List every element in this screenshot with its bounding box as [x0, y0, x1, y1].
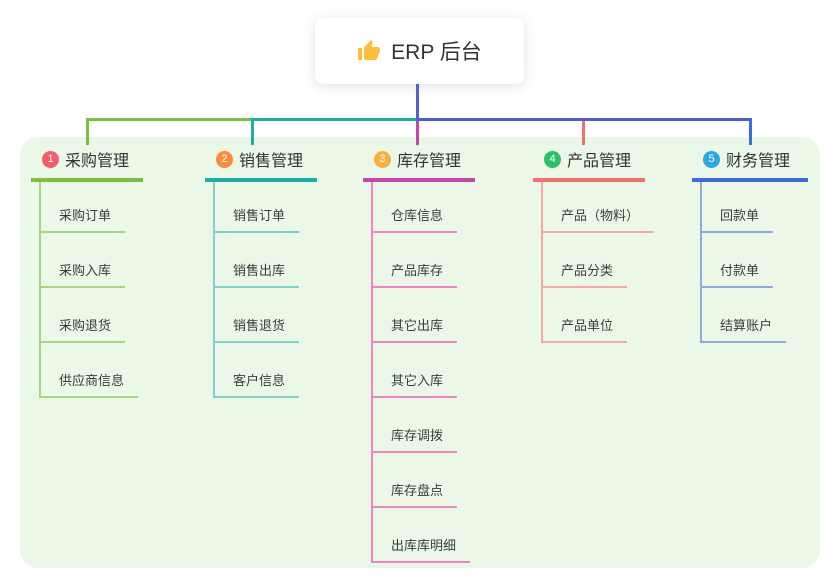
branch-finance: 5 财务管理 回款单 付款单 结算账户: [692, 147, 808, 343]
node-item[interactable]: 其它出库: [373, 288, 475, 343]
node-item[interactable]: 销售退货: [215, 288, 317, 343]
node-item[interactable]: 采购订单: [41, 182, 143, 233]
node-item[interactable]: 销售订单: [215, 182, 317, 233]
connector-branch4-drop: [582, 121, 585, 145]
connector-branch2-drop: [251, 118, 254, 145]
node-item[interactable]: 供应商信息: [41, 343, 143, 398]
node-item[interactable]: 采购入库: [41, 233, 143, 288]
branch-number-badge: 4: [544, 150, 561, 168]
branch-product: 4 产品管理 产品（物料） 产品分类 产品单位: [533, 147, 654, 343]
branch-sales-items: 销售订单 销售出库 销售退货 客户信息: [213, 182, 317, 398]
node-item[interactable]: 回款单: [702, 182, 808, 233]
branch-number-badge: 5: [703, 150, 720, 168]
node-item[interactable]: 出库库明细: [373, 508, 475, 563]
node-item[interactable]: 产品（物料）: [543, 182, 654, 233]
node-item[interactable]: 库存盘点: [373, 453, 475, 508]
node-item[interactable]: 销售出库: [215, 233, 317, 288]
node-item[interactable]: 客户信息: [215, 343, 317, 398]
connector-root-vertical: [416, 84, 419, 121]
branch-product-items: 产品（物料） 产品分类 产品单位: [541, 182, 654, 343]
node-item[interactable]: 产品库存: [373, 233, 475, 288]
node-item[interactable]: 仓库信息: [373, 182, 475, 233]
node-item[interactable]: 其它入库: [373, 343, 475, 398]
branch-inventory: 3 库存管理 仓库信息 产品库存 其它出库 其它入库 库存调拨 库存盘点 出库库…: [363, 147, 475, 563]
branch-product-head[interactable]: 4 产品管理: [533, 147, 645, 182]
connector-branch5-horizontal: [417, 118, 752, 121]
branch-title: 产品管理: [567, 153, 632, 170]
branch-number-badge: 2: [216, 150, 233, 168]
node-item[interactable]: 结算账户: [702, 288, 808, 343]
root-node[interactable]: ERP 后台: [315, 18, 524, 84]
branch-inventory-head[interactable]: 3 库存管理: [363, 147, 475, 182]
branch-inventory-items: 仓库信息 产品库存 其它出库 其它入库 库存调拨 库存盘点 出库库明细: [371, 182, 475, 563]
branch-finance-items: 回款单 付款单 结算账户: [700, 182, 808, 343]
node-item[interactable]: 产品单位: [543, 288, 653, 343]
node-item[interactable]: 采购退货: [41, 288, 143, 343]
connector-branch2-horizontal: [251, 118, 419, 121]
branch-sales: 2 销售管理 销售订单 销售出库 销售退货 客户信息: [205, 147, 317, 398]
thumbs-up-icon: [357, 39, 381, 63]
branch-number-badge: 3: [374, 150, 391, 168]
branch-title: 采购管理: [65, 153, 130, 170]
node-item[interactable]: 付款单: [702, 233, 808, 288]
branch-sales-head[interactable]: 2 销售管理: [205, 147, 317, 182]
node-item[interactable]: 库存调拨: [373, 398, 475, 453]
root-title: ERP 后台: [391, 41, 482, 64]
branch-title: 财务管理: [726, 153, 791, 170]
connector-branch5-drop: [749, 118, 752, 145]
branch-purchase-head[interactable]: 1 采购管理: [31, 147, 143, 182]
branch-number-badge: 1: [42, 150, 59, 168]
mindmap-panel: [20, 137, 820, 568]
node-item[interactable]: 产品分类: [543, 233, 653, 288]
branch-purchase: 1 采购管理 采购订单 采购入库 采购退货 供应商信息: [31, 147, 143, 398]
branch-finance-head[interactable]: 5 财务管理: [692, 147, 808, 182]
branch-title: 销售管理: [239, 153, 304, 170]
branch-purchase-items: 采购订单 采购入库 采购退货 供应商信息: [39, 182, 143, 398]
branch-title: 库存管理: [397, 153, 462, 170]
connector-branch3-drop: [416, 121, 419, 145]
connector-branch1-drop: [86, 118, 89, 145]
